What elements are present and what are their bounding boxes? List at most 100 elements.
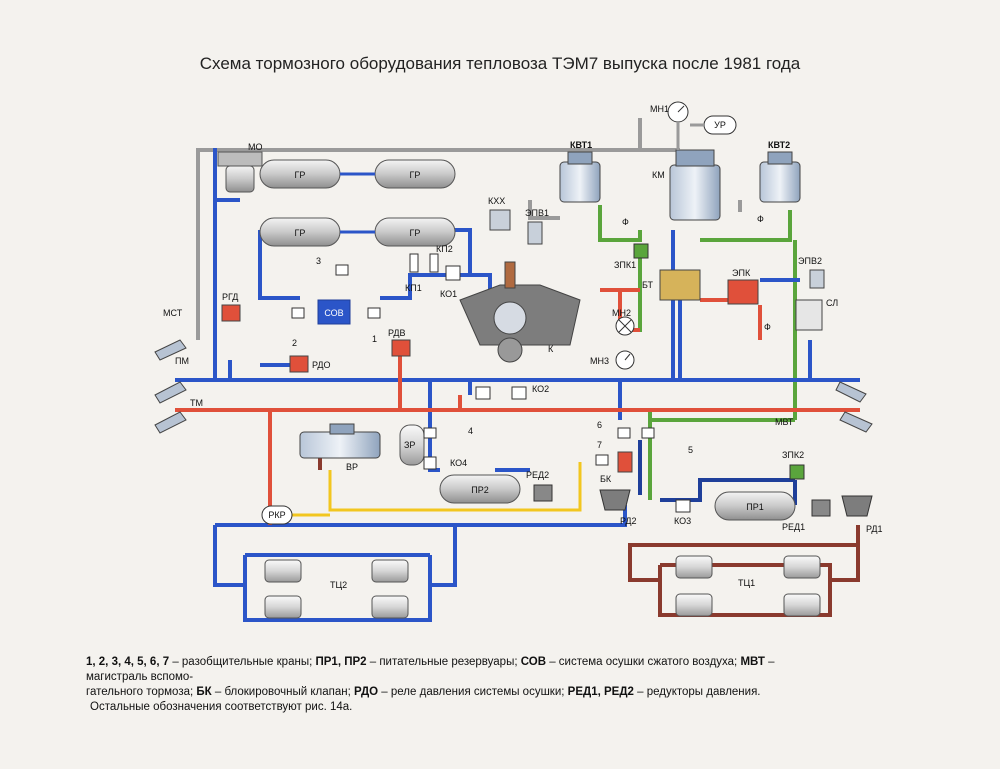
valve-glyphs bbox=[291, 253, 691, 513]
maroon-pipes bbox=[318, 455, 860, 617]
caption-red: РЕД1, РЕД2 bbox=[567, 686, 634, 698]
ko4-label: КО4 bbox=[450, 458, 467, 468]
mo-label: МО bbox=[248, 142, 263, 152]
caption-text: Остальные обозначения соответствуют рис.… bbox=[90, 701, 353, 713]
kvt1-label: КВТ1 bbox=[570, 140, 592, 150]
rd2-unit: РД2 bbox=[599, 489, 637, 526]
vr-distributor: ВР bbox=[299, 423, 381, 472]
f2-label: Ф bbox=[757, 214, 764, 224]
sov-label: СОВ bbox=[324, 308, 343, 318]
caption-pr: ПР1, ПР2 bbox=[315, 656, 367, 668]
red2-label: РЕД2 bbox=[526, 470, 549, 480]
mn3-label: МН3 bbox=[590, 356, 609, 366]
caption-text: – редукторы давления. bbox=[633, 686, 761, 698]
maroon-tc1-loop bbox=[658, 563, 832, 617]
tc2-label: ТЦ2 bbox=[330, 580, 347, 590]
tc1-cylinders: ТЦ1 bbox=[675, 555, 821, 617]
zpk1-label: ЗПК1 bbox=[614, 260, 636, 270]
blue-tc2-right bbox=[430, 525, 457, 587]
caption-text: – система осушки сжатого воздуха; bbox=[546, 656, 741, 668]
kvt2-label: КВТ2 bbox=[768, 140, 790, 150]
rdo-label: РДО bbox=[312, 360, 331, 370]
mn1-gauge: МН1 bbox=[650, 101, 689, 123]
diagram-title: Схема тормозного оборудования тепловоза … bbox=[199, 54, 801, 73]
epv2-unit: ЭПВ2 bbox=[798, 256, 825, 289]
caption-text: – магистраль вспомо- bbox=[86, 656, 775, 683]
gr-tank-3: ГР bbox=[259, 217, 341, 247]
rd2-label: РД2 bbox=[620, 516, 637, 526]
crane-2-label: 2 bbox=[292, 338, 297, 348]
zr-label: ЗР bbox=[404, 440, 415, 450]
yellow-rkr bbox=[328, 462, 582, 512]
tc2-cylinders: ТЦ2 bbox=[264, 559, 409, 619]
epv1-label: ЭПВ1 bbox=[525, 208, 549, 218]
rd1-label: РД1 bbox=[866, 524, 883, 534]
pr2-label: ПР2 bbox=[471, 485, 488, 495]
caption-rdo: РДО bbox=[354, 686, 379, 698]
pm-label: ПМ bbox=[175, 356, 189, 366]
pr1-label: ПР1 bbox=[746, 502, 763, 512]
gray-kvt1 bbox=[528, 200, 560, 220]
mst-label: МСТ bbox=[163, 308, 183, 318]
kxx-unit: КХХ bbox=[488, 196, 511, 231]
caption-text: – блокировочный клапан; bbox=[211, 686, 355, 698]
crane-7-label: 7 bbox=[597, 440, 602, 450]
crane-4-label: 4 bbox=[468, 426, 473, 436]
ko3-label: КО3 bbox=[674, 516, 691, 526]
kp1-label: КП1 bbox=[405, 283, 422, 293]
caption-sov: СОВ bbox=[520, 656, 547, 668]
mn1-label: МН1 bbox=[650, 104, 669, 114]
zr-reservoir: ЗР bbox=[399, 424, 425, 466]
crane-5-label: 5 bbox=[688, 445, 693, 455]
bt-unit: БТ bbox=[642, 269, 701, 301]
rkr-label: РКР bbox=[268, 510, 285, 520]
red1-label: РЕД1 bbox=[782, 522, 805, 532]
epk-valve: ЭПК bbox=[727, 268, 759, 305]
gr-tank-1-label: ГР bbox=[295, 170, 306, 180]
mvt-label: МВТ bbox=[775, 417, 794, 427]
red1-reducer: РЕД1 bbox=[782, 499, 831, 532]
gr-tank-3-label: ГР bbox=[295, 228, 306, 238]
kvt1-valve: КВТ1 bbox=[559, 140, 601, 203]
caption-text: гательного тормоза; bbox=[86, 686, 197, 698]
pr1-tank: ПР1 bbox=[714, 491, 796, 521]
caption-line-3: Остальные обозначения соответствуют рис.… bbox=[86, 700, 826, 715]
green-kvt1 bbox=[598, 205, 642, 242]
sov-unit: СОВ bbox=[317, 299, 351, 325]
rdo-relay: РДО bbox=[289, 355, 331, 373]
caption-text: – реле давления системы осушки; bbox=[378, 686, 568, 698]
sl-label: СЛ bbox=[826, 298, 838, 308]
gr-tank-4-label: ГР bbox=[410, 228, 421, 238]
ko2-label: КО2 bbox=[532, 384, 549, 394]
sl-recorder: СЛ bbox=[795, 298, 838, 331]
rdv-label: РДВ bbox=[388, 328, 406, 338]
caption-mvt: МВТ bbox=[740, 656, 765, 668]
km-crane: КМ bbox=[652, 149, 721, 221]
pr2-tank: ПР2 bbox=[439, 474, 521, 504]
gr-tank-2-label: ГР bbox=[410, 170, 421, 180]
bk-valve: БК bbox=[600, 451, 633, 484]
kp2-label: КП2 bbox=[436, 244, 453, 254]
tm-label: ТМ bbox=[190, 398, 203, 408]
maroon-rd1 bbox=[628, 525, 860, 560]
mo-oil-separator: МО bbox=[217, 142, 263, 193]
crane-1-label: 1 bbox=[372, 334, 377, 344]
gr-tank-1: ГР bbox=[259, 159, 341, 189]
mn3-gauge: МН3 bbox=[590, 350, 635, 370]
epv2-label: ЭПВ2 bbox=[798, 256, 822, 266]
caption-text: – питательные резервуары; bbox=[366, 656, 521, 668]
kvt2-valve: КВТ2 bbox=[759, 140, 801, 203]
epv1-unit: ЭПВ1 bbox=[525, 208, 549, 245]
mn2-gauge: МН2 bbox=[612, 308, 635, 336]
legend-caption: 1, 2, 3, 4, 5, 6, 7 – разобщительные кра… bbox=[86, 655, 826, 715]
main-gray-line bbox=[196, 118, 642, 340]
red2-reducer: РЕД2 bbox=[526, 470, 553, 502]
blue-tc2-left bbox=[213, 525, 245, 587]
kxx-label: КХХ bbox=[488, 196, 505, 206]
caption-line-2: гательного тормоза; БК – блокировочный к… bbox=[86, 685, 826, 700]
blue-sov-right bbox=[380, 273, 455, 300]
gr-tank-2: ГР bbox=[374, 159, 456, 189]
tc1-label: ТЦ1 bbox=[738, 578, 755, 588]
bk-label: БК bbox=[600, 474, 612, 484]
